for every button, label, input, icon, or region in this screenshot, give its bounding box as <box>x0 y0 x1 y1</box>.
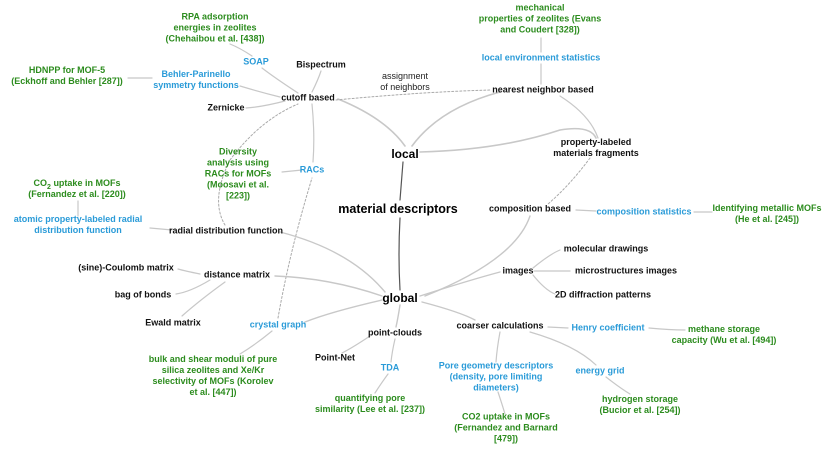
node-local: local <box>391 147 419 161</box>
edge-crystal-racs-dotted <box>277 177 313 319</box>
node-racs: RACs <box>299 164 325 175</box>
edge-distance-global <box>274 275 383 297</box>
node-identifying-metallic-mofs: Identifying metallic MOFs(He et al. [245… <box>712 203 822 224</box>
node-composition-based: composition based <box>488 203 572 214</box>
node-point-clouds: point-clouds <box>368 327 422 338</box>
edge-pointclouds-tda <box>390 338 396 363</box>
node-images: images <box>502 265 534 276</box>
node-energy-grid: energy grid <box>575 365 625 376</box>
edge-cutoff-racs <box>311 103 315 163</box>
edge-coarser-pore <box>495 331 501 363</box>
edge-global-pointclouds <box>395 304 401 328</box>
node-nearest-neighbor-based: nearest neighbor based <box>492 84 594 95</box>
node-point-net: Point-Net <box>315 352 355 363</box>
node-co2-uptake-fernandez-barnard: CO2 uptake in MOFs(Fernandez and Barnard… <box>454 411 558 444</box>
node-sine-coulomb-matrix: (sine)-Coulomb matrix <box>78 262 174 273</box>
edge-energy-hydrogen <box>605 376 631 395</box>
edge-fragments-composition-dotted <box>547 157 591 205</box>
edge-local-cutoff <box>337 98 406 147</box>
edge-cutoff-bispectrum <box>311 70 322 93</box>
edge-rdf-global <box>279 231 386 293</box>
edge-cutoff-zernicke <box>245 100 286 109</box>
node-hdnpp: HDNPP for MOF-5(Eckhoff and Behler [287]… <box>11 65 123 86</box>
edge-local-fragments <box>419 127 597 153</box>
edge-rdf-atomic <box>149 227 173 231</box>
edge-global-crystal <box>304 299 383 323</box>
node-microstructures-images: microstructures images <box>574 265 678 276</box>
node-zernicke: Zernicke <box>207 102 245 113</box>
node-molecular-drawings: molecular drawings <box>563 243 649 254</box>
node-soap: SOAP <box>243 56 269 67</box>
edge-cutoff-nearest-dotted <box>335 89 491 101</box>
node-bispectrum: Bispectrum <box>296 59 346 70</box>
edge-composition-stats <box>575 209 597 212</box>
edge-local-nearest <box>411 91 501 147</box>
edge-pointclouds-pointnet <box>341 335 371 354</box>
edge-global-images <box>419 271 501 297</box>
node-bag-of-bonds: bag of bonds <box>114 289 172 300</box>
edge-pore-co2b <box>497 391 506 415</box>
node-radial-distribution-function: radial distribution function <box>169 225 283 236</box>
edge-cutoff-soap <box>261 67 299 94</box>
node-ewald-matrix: Ewald matrix <box>145 317 201 328</box>
edge-soap-rpa <box>229 43 253 57</box>
node-hydrogen-storage: hydrogen storage(Bucior et al. [254]) <box>599 394 681 415</box>
edge-coarser-henry <box>547 326 569 329</box>
edge-henry-methane <box>648 327 686 331</box>
edge-distance-coulomb <box>177 268 201 275</box>
edge-images-diffraction <box>532 274 556 295</box>
edge-cutoff-behler <box>239 85 281 98</box>
edge-nearest-fragments <box>559 95 599 139</box>
node-distance-matrix: distance matrix <box>203 269 271 280</box>
node-tda: TDA <box>380 362 400 373</box>
node-henry-coefficient: Henry coefficient <box>571 322 645 333</box>
edge-images-molecular <box>532 249 561 269</box>
edge-composition-global <box>424 215 531 297</box>
edge-distance-ewald <box>181 281 226 317</box>
edge-tda-quantifying <box>374 373 389 394</box>
edge-coarser-energy <box>529 331 597 366</box>
node-co2-uptake-fernandez: CO2 uptake in MOFs(Fernandez et al. [220… <box>28 178 126 199</box>
edge-title-local <box>399 161 404 201</box>
title-material-descriptors: material descriptors <box>338 202 458 216</box>
edge-title-global <box>398 217 401 291</box>
node-cutoff-based: cutoff based <box>281 92 335 103</box>
node-global: global <box>382 291 418 305</box>
edge-rdf-cutoff-dotted <box>218 103 299 226</box>
edge-distance-bag <box>175 279 211 295</box>
node-crystal-graph: crystal graph <box>249 319 307 330</box>
edge-crystal-bulk <box>239 330 273 355</box>
node-coarser-calculations: coarser calculations <box>456 320 544 331</box>
edge-global-coarser <box>421 301 476 321</box>
node-composition-statistics: composition statistics <box>596 206 692 217</box>
node-local-environment-statistics: local environment statistics <box>481 52 601 63</box>
node-2d-diffraction-patterns: 2D diffraction patterns <box>554 289 652 300</box>
node-pore-geometry-descriptors: Pore geometry descriptors(density, pore … <box>438 360 554 393</box>
edge-racs-diversity <box>281 169 303 173</box>
